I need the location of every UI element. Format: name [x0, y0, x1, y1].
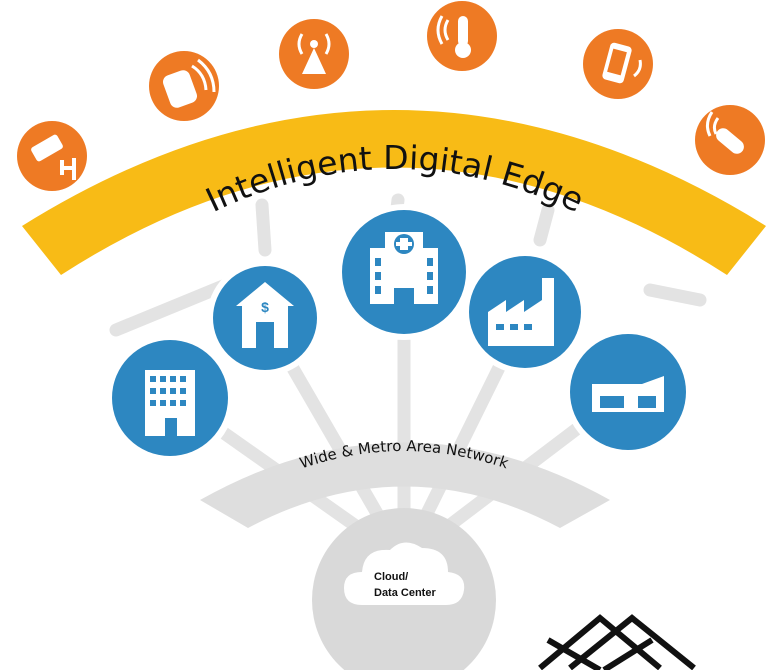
network-band — [200, 442, 610, 528]
pill-sensor-icon — [695, 105, 765, 175]
edge-arc — [22, 110, 766, 275]
security-camera-icon — [17, 121, 87, 191]
core-label-line1: Cloud/ — [374, 571, 408, 583]
retail-store-icon — [564, 328, 692, 456]
bank-icon: $ — [207, 260, 323, 376]
wireless-thermometer-icon — [427, 1, 497, 71]
svg-text:$: $ — [261, 299, 269, 315]
bluetooth-tag-icon — [149, 51, 219, 121]
brand-logo-mark — [538, 614, 696, 670]
wireless-tower-icon — [279, 19, 349, 89]
smartphone-icon — [583, 29, 653, 99]
office-building-icon — [105, 333, 235, 463]
core-label-line2: Data Center — [374, 587, 436, 599]
hospital-icon — [336, 204, 472, 340]
factory-icon — [463, 250, 587, 374]
cloud-icon — [344, 542, 465, 605]
